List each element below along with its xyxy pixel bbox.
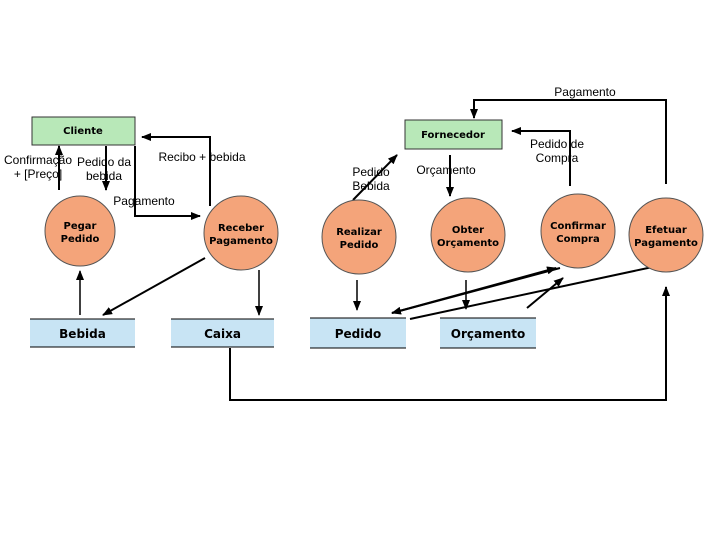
process-label: Compra	[556, 234, 599, 245]
flow-label-pagamento-forn: Pagamento	[554, 85, 616, 99]
process-label: Orçamento	[437, 238, 499, 249]
process-label: Pagamento	[634, 238, 698, 249]
store-orcamento[interactable]: Orçamento	[440, 317, 536, 349]
process-circle	[628, 197, 704, 273]
process-circle	[540, 193, 616, 269]
flow-recibo	[141, 133, 211, 206]
store-label: Caixa	[204, 327, 241, 341]
store-label: Bebida	[59, 327, 106, 341]
svg-text:Orçamento: Orçamento	[416, 163, 476, 177]
process-label: Realizar	[336, 227, 382, 238]
process-label: Efetuar	[645, 225, 687, 236]
store-label: Orçamento	[451, 327, 526, 341]
svg-text:Pagamento: Pagamento	[113, 194, 175, 208]
process-circle	[321, 199, 397, 275]
flow-orcamento-confirmar	[526, 277, 564, 309]
svg-text:bebida: bebida	[86, 169, 122, 183]
flow-caixa-efetuar	[229, 286, 670, 401]
flow-label-orcamento: Orçamento	[416, 163, 476, 177]
store-label: Pedido	[335, 327, 381, 341]
flow-pedido-compra	[511, 127, 571, 186]
process-label: Receber	[218, 223, 264, 234]
process-label: Obter	[452, 225, 484, 236]
flow-label-pagamento-cliente: Pagamento	[113, 194, 175, 208]
flow-pedido-efetuar	[409, 262, 663, 320]
flow-label-confirmacao: Confirmação+ [Preço]	[4, 153, 72, 181]
entity-label: Fornecedor	[421, 130, 485, 141]
process-circle	[203, 195, 279, 271]
svg-text:Pedido de: Pedido de	[530, 137, 584, 151]
flow-pagamento-forn	[470, 99, 667, 184]
flow-receber-bebida	[102, 257, 206, 316]
entity-fornecedor[interactable]: Fornecedor	[404, 119, 503, 150]
process-label: Pedido	[61, 234, 100, 245]
svg-text:+ [Preço]: + [Preço]	[14, 167, 62, 181]
svg-text:Bebida: Bebida	[352, 179, 390, 193]
flow-label-recibo: Recibo + bebida	[158, 150, 245, 164]
process-label: Confirmar	[550, 221, 606, 232]
svg-text:Pagamento: Pagamento	[554, 85, 616, 99]
svg-text:Confirmação: Confirmação	[4, 153, 72, 167]
entity-cliente[interactable]: Cliente	[31, 116, 136, 146]
process-label: Pegar	[64, 221, 97, 232]
process-circle	[430, 197, 506, 273]
svg-text:Recibo + bebida: Recibo + bebida	[158, 150, 245, 164]
svg-text:Pedido da: Pedido da	[77, 155, 131, 169]
process-label: Pedido	[340, 240, 379, 251]
process-label: Pagamento	[209, 236, 273, 247]
process-circle	[44, 195, 116, 267]
flow-pagamento-cliente	[134, 146, 201, 220]
svg-text:Pedido: Pedido	[352, 165, 390, 179]
svg-text:Compra: Compra	[536, 151, 579, 165]
entity-label: Cliente	[63, 126, 103, 137]
store-pedido[interactable]: Pedido	[310, 317, 406, 349]
flow-pedido-confirmar	[391, 266, 557, 314]
store-caixa[interactable]: Caixa	[171, 318, 274, 348]
store-bebida[interactable]: Bebida	[30, 318, 135, 348]
flow-pedido-bebida-forn	[352, 154, 398, 201]
